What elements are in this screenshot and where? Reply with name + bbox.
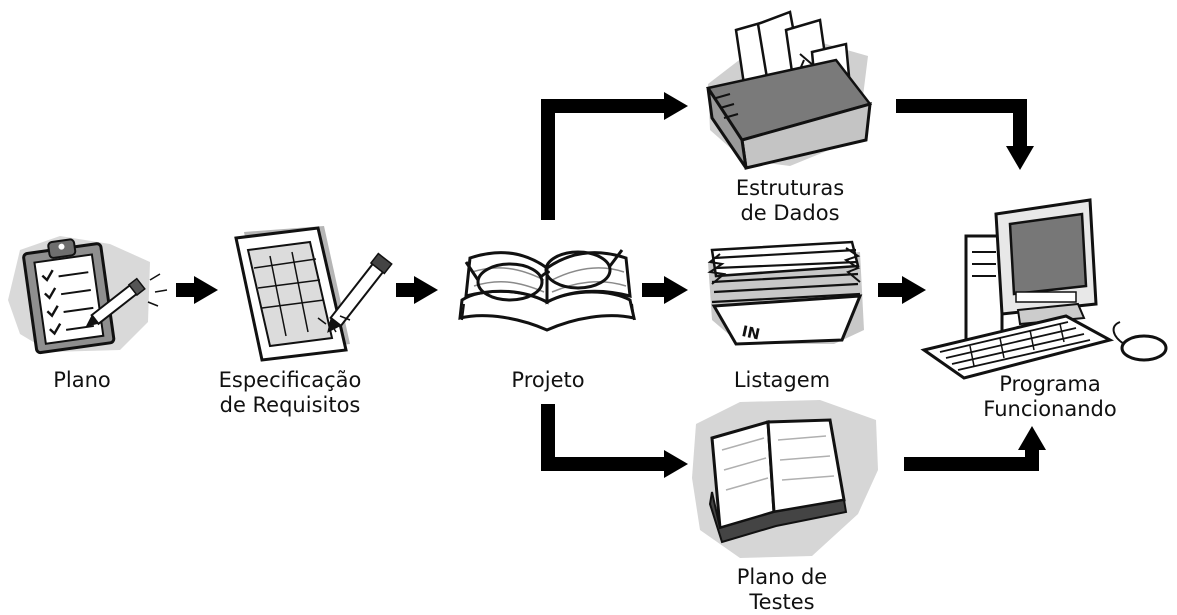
arrow-plano-testes-to-programa	[904, 426, 1046, 471]
node-label-line: de Dados	[740, 201, 840, 225]
node-label-line: Funcionando	[983, 397, 1117, 421]
node-label-line: Projeto	[511, 368, 585, 392]
node-label-plano: Plano	[12, 368, 152, 393]
node-label-programa: Programa Funcionando	[960, 372, 1140, 422]
node-label-plano-testes: Plano de Testes	[712, 565, 852, 615]
clipboard-checklist-icon	[8, 236, 168, 355]
open-book-icon	[692, 400, 878, 558]
node-label-line: Plano de	[736, 565, 828, 589]
node-label-estruturas: Estruturas de Dados	[710, 176, 870, 226]
node-label-listagem: Listagem	[712, 368, 852, 393]
node-label-line: Programa	[999, 372, 1101, 396]
file-box-icon	[705, 10, 873, 170]
node-label-line: Especificação	[218, 368, 362, 392]
svg-text:IN: IN	[740, 322, 761, 343]
open-book-glasses-icon	[458, 249, 636, 332]
node-label-line: Plano	[53, 368, 111, 392]
node-label-especificacao: Especificação de Requisitos	[200, 368, 380, 418]
document-pen-icon	[234, 226, 393, 362]
arrow-projeto-to-plano-testes	[541, 404, 688, 478]
paper-stack-icon: IN	[707, 240, 864, 346]
arrow-projeto-to-estruturas	[541, 92, 688, 220]
computer-icon	[920, 198, 1168, 380]
node-label-line: de Requisitos	[219, 393, 361, 417]
arrow-estruturas-to-programa	[896, 99, 1034, 170]
node-label-line: Listagem	[733, 368, 831, 392]
node-label-line: Estruturas	[735, 176, 845, 200]
node-label-projeto: Projeto	[478, 368, 618, 393]
node-label-line: Testes	[749, 590, 815, 614]
